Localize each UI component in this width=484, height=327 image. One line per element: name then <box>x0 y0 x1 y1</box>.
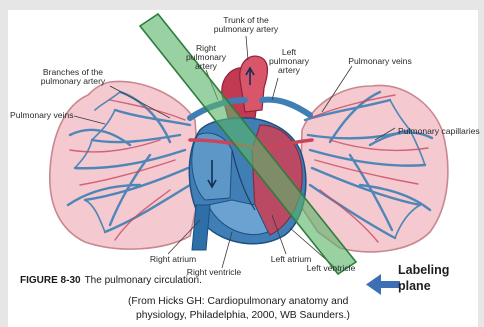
label-left-ventricle: Left ventricle <box>298 264 364 273</box>
annotation-line-1: Labeling <box>398 262 478 278</box>
figure-caption: FIGURE 8-30 The pulmonary circulation. <box>20 275 202 286</box>
credit-line-1: (From Hicks GH: Cardiopulmonary anatomy … <box>128 296 348 307</box>
labeling-plane-arrow <box>366 274 400 295</box>
label-pulmonary-capillaries: Pulmonary capillaries <box>398 127 480 136</box>
annotation-line-2: plane <box>398 278 478 294</box>
figure-title: The pulmonary circulation. <box>85 275 202 286</box>
figure-id: FIGURE 8-30 <box>20 275 81 286</box>
left-pulmonary-artery-vessel <box>262 100 310 115</box>
credit-line-2: physiology, Philadelphia, 2000, WB Saund… <box>136 310 350 321</box>
label-pulmonary-veins-left: Pulmonary veins <box>10 111 74 120</box>
label-right-atrium: Right atrium <box>142 255 204 264</box>
labeling-plane-annotation: Labeling plane <box>398 262 478 302</box>
label-pulmonary-veins-top: Pulmonary veins <box>340 57 420 66</box>
